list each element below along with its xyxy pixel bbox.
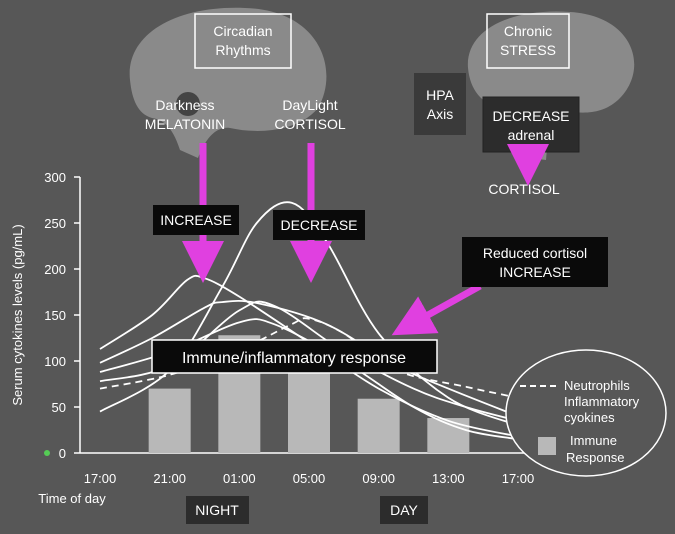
decrease-adrenal-line2: adrenal	[508, 127, 555, 143]
increase-label: INCREASE	[160, 212, 232, 228]
chronic-line1: Chronic	[504, 23, 552, 39]
hpa-line1: HPA	[426, 87, 454, 103]
reduced-cortisol-arrow-icon	[391, 282, 482, 336]
immune-response-banner-text: Immune/inflammatory response	[182, 350, 406, 367]
series-line	[99, 300, 519, 418]
y-tick-label: 200	[44, 262, 66, 277]
y-axis-title: Serum cytokines levels (pg/mL)	[10, 224, 25, 405]
x-tick-label: 17:00	[84, 471, 117, 486]
time-of-day-label: Time of day	[38, 491, 106, 506]
x-tick-label: 01:00	[223, 471, 256, 486]
daylight-line1: DayLight	[282, 97, 337, 113]
reduced-cortisol-box	[462, 237, 608, 287]
x-tick-group: 17:00 21:00 01:00 05:00 09:00 13:00 17:00	[84, 471, 535, 486]
night-box	[186, 496, 249, 524]
bar	[357, 398, 400, 453]
hpa-box	[414, 73, 466, 135]
decrease-label: DECREASE	[280, 217, 357, 233]
x-tick-label: 05:00	[293, 471, 326, 486]
origin-dot	[44, 450, 50, 456]
darkness-line1: Darkness	[155, 97, 214, 113]
chronic-box	[486, 13, 570, 69]
immune-response-banner	[151, 339, 438, 374]
legend-line-label-1: Neutrophils	[564, 378, 630, 393]
day-label: DAY	[390, 502, 418, 518]
day-box	[380, 496, 428, 524]
x-tick-label: 17:00	[502, 471, 535, 486]
chronic-line2: STRESS	[500, 42, 556, 58]
hpa-line2: Axis	[427, 106, 453, 122]
y-tick-label: 50	[52, 400, 66, 415]
legend-bar-label-2: Response	[566, 450, 625, 465]
bar	[288, 372, 330, 453]
increase-box	[153, 205, 239, 235]
x-tick-label: 13:00	[432, 471, 465, 486]
y-tick-label: 150	[44, 308, 66, 323]
brain-right-icon	[467, 11, 635, 161]
legend-bar-swatch	[538, 437, 556, 455]
y-tick-group: 300 250 200 150 100 50 0	[44, 170, 80, 461]
daylight-line2: CORTISOL	[274, 116, 346, 132]
legend-bar-label-1: Immune	[570, 433, 617, 448]
circadian-box	[194, 13, 292, 69]
darkness-line2: MELATONIN	[145, 116, 225, 132]
reduced-cortisol-line2: INCREASE	[499, 264, 571, 280]
y-tick-label: 300	[44, 170, 66, 185]
circadian-line2: Rhythms	[215, 42, 270, 58]
night-label: NIGHT	[195, 502, 239, 518]
x-tick-label: 09:00	[362, 471, 395, 486]
circadian-line1: Circadian	[213, 23, 272, 39]
bar	[148, 388, 191, 453]
decrease-box	[273, 210, 365, 240]
decrease-adrenal-line1: DECREASE	[492, 108, 569, 124]
y-tick-label: 250	[44, 216, 66, 231]
cortisol-label: CORTISOL	[488, 181, 560, 197]
y-tick-label: 0	[59, 446, 66, 461]
decrease-adrenal-box	[482, 96, 580, 153]
brain-left-icon	[129, 7, 327, 158]
legend-line-label-2: Inflammatory	[564, 394, 640, 409]
x-tick-label: 21:00	[153, 471, 186, 486]
reduced-cortisol-line1: Reduced cortisol	[483, 245, 587, 261]
y-tick-label: 100	[44, 354, 66, 369]
legend-line-label-3: cyokines	[564, 410, 615, 425]
